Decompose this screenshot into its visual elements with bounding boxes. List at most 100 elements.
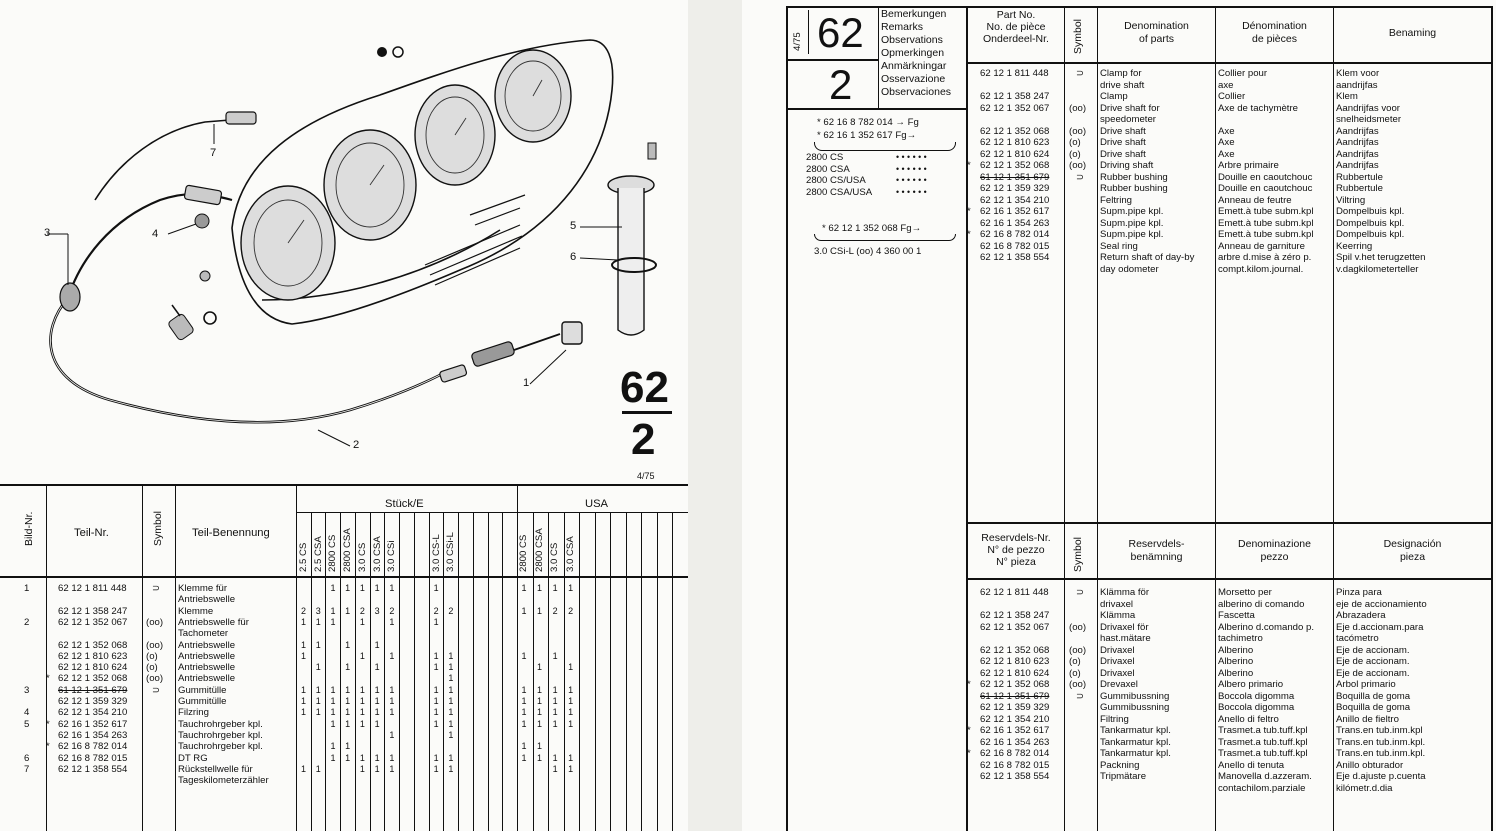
page-gutter <box>688 0 742 831</box>
part-number: 62 16 1 354 263 <box>58 729 128 741</box>
description-it: Alberino <box>1218 667 1254 679</box>
description-en: Supm.pipe kpl. <box>1100 217 1164 229</box>
description-en: Clamp for <box>1100 68 1142 79</box>
qty-cell: 1 <box>330 707 336 718</box>
description-es: kilómetr.d.dia <box>1336 782 1393 794</box>
qty-cell: 1 <box>300 763 306 774</box>
qty-cell: 1 <box>315 696 321 706</box>
description-it: Anello di feltro <box>1218 713 1279 725</box>
description-sv: Klämma <box>1100 610 1136 621</box>
part-number: 62 16 1 352 617 <box>980 206 1050 217</box>
description-sv: Drevaxel <box>1100 679 1138 690</box>
description-es: Trans.en tub.inm.kpl <box>1336 725 1423 736</box>
description-it: Fascetta <box>1218 610 1255 621</box>
qty-cell: 1 <box>330 616 336 627</box>
description-nl: aandrijfas <box>1336 79 1378 91</box>
usa-qty-cell: 1 <box>521 684 527 695</box>
description-it: Alberino d.comando p. <box>1218 621 1314 633</box>
qty-cell: 1 <box>345 707 351 718</box>
description: Antriebswelle <box>178 650 236 662</box>
description: Tauchrohrgeber kpl. <box>178 718 263 730</box>
description-nl: Viltring <box>1336 194 1366 206</box>
description-es: Eje de accionam. <box>1336 644 1410 656</box>
description-sv: drivaxel <box>1100 598 1134 610</box>
qty-cell: 1 <box>433 684 439 695</box>
right-subgroup: 2 <box>829 61 853 108</box>
symbol: ⊃ <box>152 684 161 696</box>
description-sv: Drivaxel <box>1100 667 1135 679</box>
description-fr: Emett.à tube subm.kpl <box>1218 229 1314 240</box>
qty-cell: 1 <box>374 696 380 706</box>
description-nl: Klem <box>1336 91 1358 102</box>
model-label-6: 3.0 CSi <box>386 540 398 572</box>
felt-ring <box>194 213 210 229</box>
description-nl: Dompelbuis kpl. <box>1336 229 1405 240</box>
description-it: Alberino <box>1218 656 1254 667</box>
qty-cell: 1 <box>374 707 380 718</box>
qty-cell: 1 <box>330 583 336 593</box>
part-number: 62 16 8 782 015 <box>58 752 128 764</box>
description-fr: Emett.à tube subm.kpl <box>1218 217 1314 229</box>
remarks-label: Remarks <box>881 21 924 33</box>
usa-qty-cell: 1 <box>568 696 574 706</box>
usa-qty-cell: 1 <box>552 684 558 695</box>
qty-cell: 1 <box>359 684 365 695</box>
description-en: Supm.pipe kpl. <box>1100 206 1164 217</box>
description-sv: Tankarmatur kpl. <box>1100 748 1171 759</box>
part-number: 62 12 1 358 554 <box>980 771 1050 782</box>
qty-cell: 1 <box>448 673 454 684</box>
description-it: Boccola digomma <box>1218 690 1295 702</box>
description-it: Trasmet.a tub.tuff.kpl <box>1218 736 1308 748</box>
description-it: tachimetro <box>1218 633 1263 644</box>
callout-1: 1 <box>523 377 530 389</box>
part-number: 62 12 1 810 624 <box>980 148 1050 160</box>
description-en: Clamp <box>1100 91 1128 102</box>
description: Antriebswelle <box>178 639 236 651</box>
remarks-label: Bemerkungen <box>881 8 947 20</box>
nl-hdr-line: Benaming <box>1388 27 1437 39</box>
description-nl: Aandrijfas <box>1336 137 1379 148</box>
symbol: ⊃ <box>1076 171 1085 183</box>
lower-partno-hdr-line: Reservdels-Nr. <box>981 532 1051 544</box>
qty-cell: 1 <box>359 707 365 718</box>
description-it: Albero primario <box>1218 679 1284 690</box>
qty-cell: 1 <box>448 718 454 729</box>
model-label-9: 3.0 CS-L <box>430 534 442 572</box>
sv-hdr-line: benämning <box>1130 551 1183 563</box>
qty-cell: 1 <box>374 718 380 729</box>
qty-cell: 1 <box>330 752 336 763</box>
model-label-3: 2800 CSA <box>342 528 354 572</box>
return-shaft-cable <box>94 119 231 201</box>
cluster-housing <box>231 39 614 325</box>
symbol: ⊃ <box>152 583 161 594</box>
part-number: 62 12 1 358 554 <box>58 763 128 775</box>
description: Gummitülle <box>178 696 227 707</box>
description-en: Seal ring <box>1100 240 1138 252</box>
description-nl: v.dagkilometerteller <box>1336 263 1419 275</box>
usa-qty-cell: 1 <box>552 650 558 661</box>
part-number: 62 12 1 352 068 <box>980 125 1050 137</box>
qty-cell: 1 <box>300 707 306 718</box>
model-label-2: 2800 CS <box>327 534 339 572</box>
qty-cell: 1 <box>389 729 395 740</box>
remark-model: 2800 CS/USA <box>806 175 866 186</box>
description-fr: Anneau de garniture <box>1218 240 1305 252</box>
it-hdr-line: pezzo <box>1260 551 1289 563</box>
partno-hdr-line: No. de pièce <box>986 21 1046 33</box>
callout-2: 2 <box>353 439 360 451</box>
part-number: 62 12 1 352 068 <box>980 160 1050 171</box>
remark-dots: • • • • • • <box>896 186 927 197</box>
callout-6: 6 <box>570 251 577 263</box>
description: Tauchrohrgeber kpl. <box>178 729 263 741</box>
qty-cell: 1 <box>374 662 380 673</box>
description-sv: Filtring <box>1100 713 1129 725</box>
description: Rückstellwelle für <box>178 763 253 775</box>
callout-4: 4 <box>152 228 159 240</box>
part-number: 62 12 1 352 068 <box>980 679 1050 690</box>
usa-qty-cell: 1 <box>537 718 543 729</box>
qty-cell: 1 <box>374 763 380 774</box>
description-it: Alberino <box>1218 644 1254 656</box>
qty-cell: 1 <box>359 583 365 593</box>
usa-qty-cell: 1 <box>552 718 558 729</box>
